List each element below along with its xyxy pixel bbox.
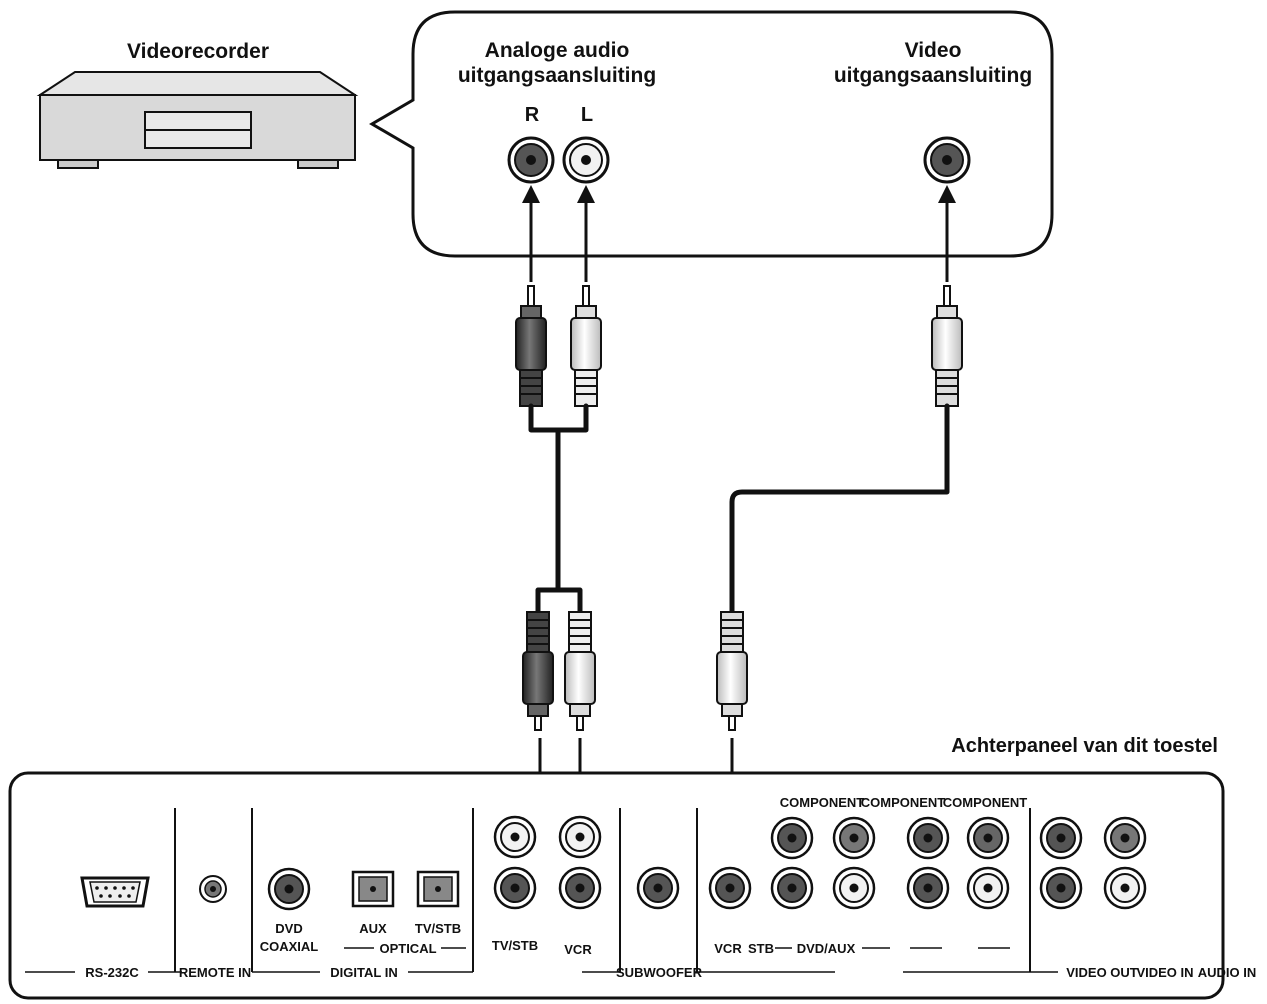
vcr-audio-l-jack: [558, 815, 602, 859]
label-optical: OPTICAL: [379, 941, 436, 956]
video-output-title-line1: Video: [905, 39, 962, 62]
label-stb: STB: [748, 941, 774, 956]
device-label: Videorecorder: [127, 40, 269, 63]
lower-plug-audio-l: [564, 611, 596, 731]
dvd-coaxial-jack: [267, 867, 311, 911]
label-remote-in: REMOTE IN: [179, 965, 251, 980]
label-vcr-video: VCR: [714, 941, 742, 956]
upper-plug-audio-r: [515, 285, 547, 407]
panel-dividers: [174, 808, 1031, 972]
label-video-in: VIDEO IN: [1136, 965, 1193, 980]
tvstb-audio-r-jack: [493, 866, 537, 910]
video-output-title-line2: uitgangsaansluiting: [834, 64, 1032, 87]
panel-label-lines: [25, 947, 1058, 973]
label-digital-in: DIGITAL IN: [330, 965, 397, 980]
upper-plug-audio-l: [570, 285, 602, 407]
component-label-3: COMPONENT: [943, 795, 1028, 810]
component-jacks: [770, 816, 1010, 910]
label-tvstb-optical: TV/STB: [415, 921, 461, 936]
callout-bubble: [369, 10, 1054, 258]
audio-output-title-line1: Analoge audio: [485, 39, 630, 62]
label-video-out: VIDEO OUT: [1066, 965, 1138, 980]
remote-in-jack: [199, 875, 227, 903]
aux-optical-port: [351, 870, 395, 908]
vcr-audio-r-jack: [558, 866, 602, 910]
label-vcr: VCR: [564, 942, 592, 957]
device-jack-audio-l: [562, 136, 610, 184]
video-out-audio-in-jacks: [1039, 816, 1147, 910]
component-label-1: COMPONENT: [780, 795, 865, 810]
label-audio-in: AUDIO IN: [1198, 965, 1257, 980]
audio-left-label: L: [581, 104, 593, 126]
subwoofer-jack: [636, 866, 680, 910]
vcr-video-jack: [708, 866, 752, 910]
component-label-2: COMPONENT: [861, 795, 946, 810]
device-jack-video: [923, 136, 971, 184]
panel-title: Achterpaneel van dit toestel: [951, 735, 1218, 757]
label-dvd-aux: DVD/AUX: [797, 941, 856, 956]
tvstb-optical-port: [416, 870, 460, 908]
video-cable: [729, 403, 950, 615]
audio-output-title-line2: uitgangsaansluiting: [458, 64, 656, 87]
device-jack-audio-r: [507, 136, 555, 184]
rs232c-port: [80, 876, 150, 908]
audio-right-label: R: [525, 104, 540, 126]
lower-plug-audio-r: [522, 611, 554, 731]
lower-plug-video: [716, 611, 748, 731]
videorecorder-device: [36, 71, 359, 169]
tvstb-audio-l-jack: [493, 815, 537, 859]
label-coaxial: COAXIAL: [260, 939, 319, 954]
label-subwoofer: SUBWOOFER: [616, 965, 703, 980]
audio-cable: [528, 403, 589, 615]
label-dvd: DVD: [275, 921, 302, 936]
label-aux: AUX: [359, 921, 387, 936]
label-tvstb: TV/STB: [492, 938, 538, 953]
upper-plug-video: [931, 285, 963, 407]
label-rs232c: RS-232C: [85, 965, 139, 980]
